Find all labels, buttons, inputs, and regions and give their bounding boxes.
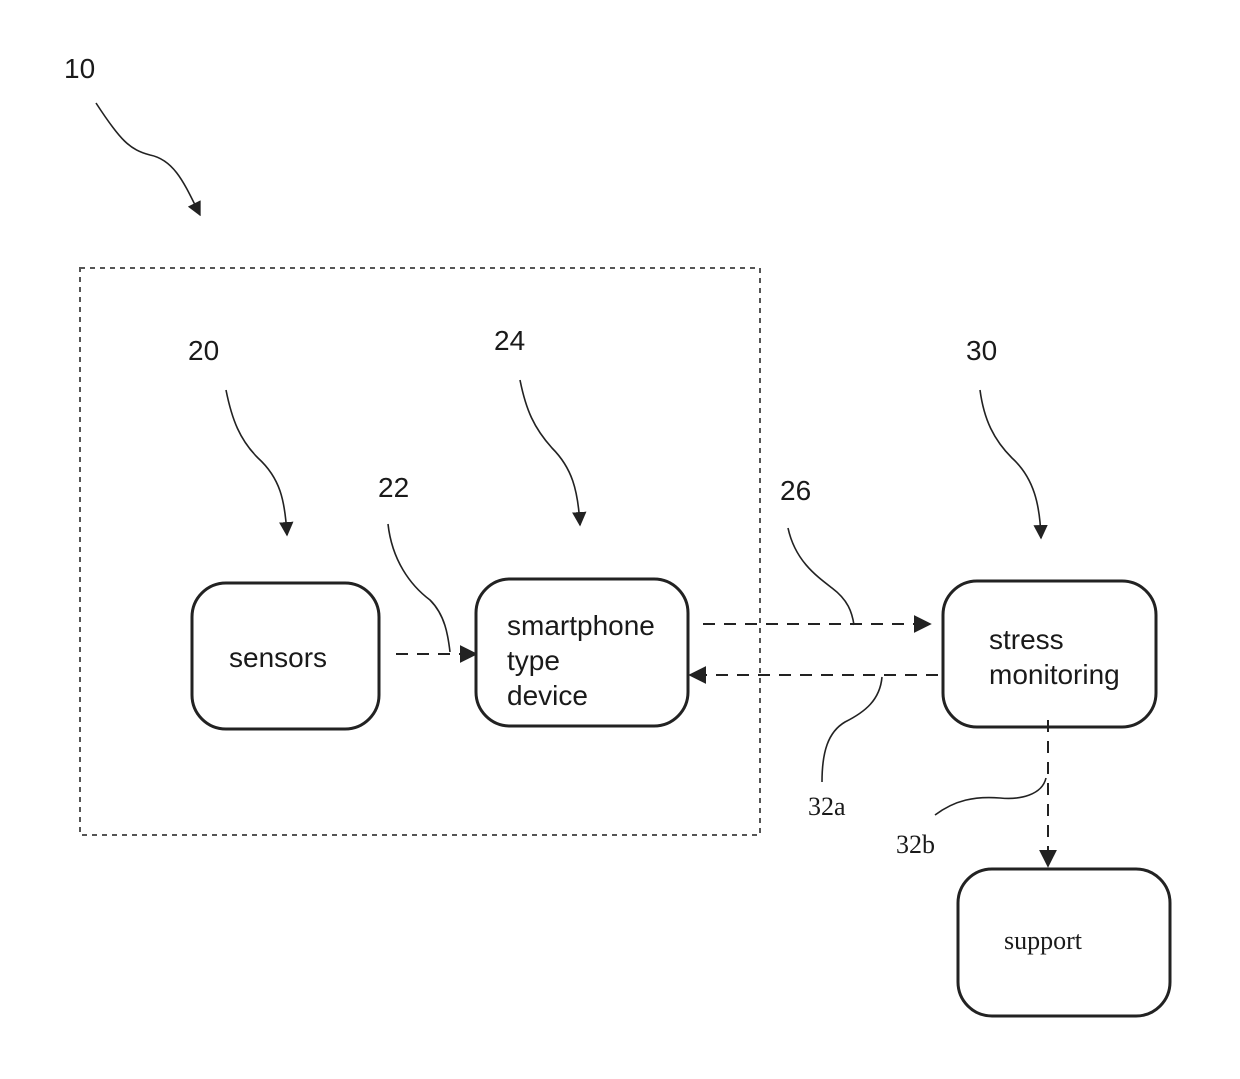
leader-link-32b	[935, 778, 1046, 815]
monitoring-label-line-1: stress	[989, 624, 1064, 655]
ref-sensors: 20	[188, 335, 219, 366]
monitoring-label-line-2: monitoring	[989, 659, 1120, 690]
ref-system: 10	[64, 53, 95, 84]
ref-link-22: 22	[378, 472, 409, 503]
support-label: support	[1004, 926, 1083, 955]
leader-link-32a	[822, 677, 882, 782]
device-label-line-1: smartphone	[507, 610, 655, 641]
ref-link-32a: 32a	[808, 792, 846, 821]
system-boundary	[80, 268, 760, 835]
leader-device	[520, 380, 580, 525]
leader-link-26	[788, 528, 854, 625]
device-label-line-3: device	[507, 680, 588, 711]
leader-system	[96, 103, 200, 215]
ref-monitoring: 30	[966, 335, 997, 366]
sensors-label: sensors	[229, 642, 327, 673]
ref-link-32b: 32b	[896, 830, 935, 859]
leader-monitoring	[980, 390, 1041, 538]
ref-link-26: 26	[780, 475, 811, 506]
device-label-line-2: type	[507, 645, 560, 676]
leader-sensors	[226, 390, 287, 535]
leader-link-22	[388, 524, 450, 652]
ref-device: 24	[494, 325, 525, 356]
